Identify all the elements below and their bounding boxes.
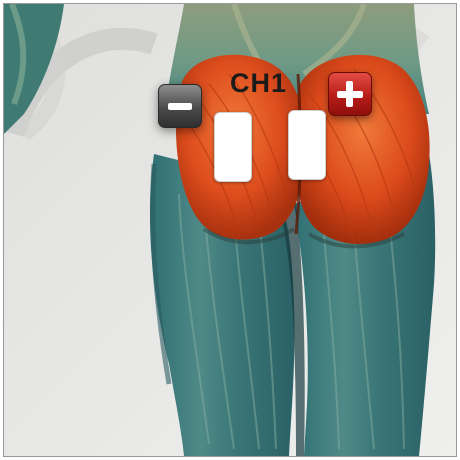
electrode-pad-left[interactable] (214, 112, 252, 182)
electrode-pad-right[interactable] (288, 110, 326, 180)
increase-intensity-button[interactable]: + (328, 72, 372, 116)
decrease-intensity-button[interactable]: − (158, 84, 202, 128)
plus-icon: + (329, 73, 371, 115)
minus-icon: − (159, 85, 201, 127)
muscle-map-view: CH1 − + (3, 3, 457, 457)
channel-label: CH1 (230, 68, 287, 99)
